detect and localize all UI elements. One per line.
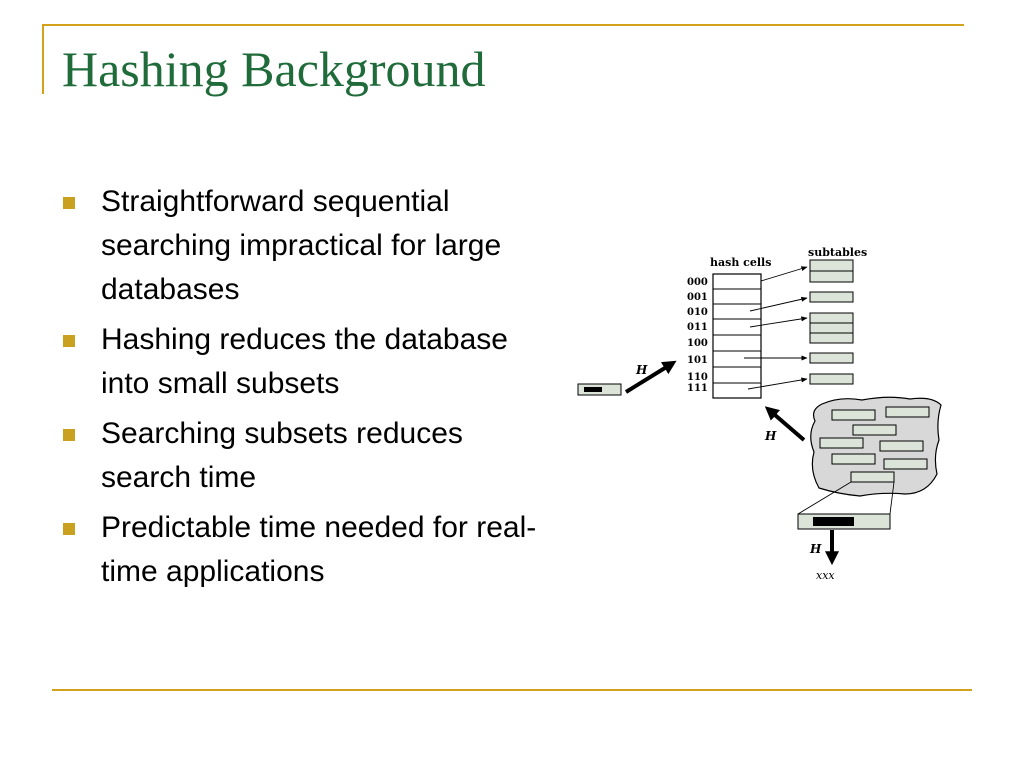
bullet-text: Straightforward sequential searching imp…: [101, 185, 502, 306]
pointer-arrow: [749, 296, 808, 312]
left-rule: [42, 24, 44, 94]
square-bullet-icon: [63, 197, 75, 209]
square-bullet-icon: [63, 523, 75, 535]
hash-arrow: [624, 360, 677, 394]
database-record: [831, 409, 876, 421]
bullet-item: Searching subsets reduces search time: [60, 412, 550, 500]
database-record: [885, 406, 930, 418]
bullet-text: Searching subsets reduces search time: [101, 417, 463, 494]
bullet-item: Hashing reduces the database into small …: [60, 318, 550, 406]
subtable-record: [809, 352, 854, 364]
cell-code: 011: [687, 322, 708, 333]
bullet-item: Straightforward sequential searching imp…: [60, 180, 550, 312]
cell-code: 000: [687, 277, 708, 288]
hash-function-label: H: [809, 542, 822, 556]
cell-pointers: [744, 266, 808, 390]
query-key-record: [577, 383, 622, 396]
database-records: [819, 406, 930, 483]
pointer-arrow: [749, 316, 808, 328]
bullet-text: Predictable time needed for real-time ap…: [101, 511, 537, 588]
hash-function-label: H: [764, 429, 777, 443]
cell-code: 010: [687, 307, 708, 318]
square-bullet-icon: [63, 335, 75, 347]
slide-title: Hashing Background: [62, 41, 486, 97]
cell-code: 001: [687, 292, 708, 303]
subtables: [809, 259, 854, 385]
hash-function-label: H: [635, 363, 648, 377]
hash-arrow: [764, 406, 806, 442]
bullet-text: Hashing reduces the database into small …: [101, 323, 508, 400]
cell-code: 101: [687, 355, 708, 366]
bullet-list: Straightforward sequential searching imp…: [60, 180, 550, 600]
database-cloud: [810, 396, 942, 497]
database-record: [831, 453, 876, 465]
database-record: [879, 440, 924, 452]
bottom-rule: [52, 689, 972, 691]
zoom-line: [797, 481, 852, 515]
zoom-line: [889, 481, 895, 515]
hash-cells-column: [712, 273, 762, 399]
subtables-label: subtables: [808, 246, 867, 259]
subtable-record: [809, 312, 854, 324]
subtable-record: [809, 332, 854, 344]
hashing-diagram: hash cells subtables 000 001 010 011 100…: [577, 246, 942, 582]
subtable-record: [809, 322, 854, 334]
cell-code: 100: [687, 338, 708, 349]
subtable-record: [809, 259, 854, 272]
cell-code: 110: [687, 372, 708, 383]
top-rule: [42, 24, 964, 26]
subtable-record: [809, 291, 854, 303]
database-record: [819, 437, 864, 449]
database-record: [852, 424, 897, 436]
pointer-arrow: [760, 266, 808, 282]
square-bullet-icon: [63, 429, 75, 441]
database-record: [850, 471, 895, 483]
database-record: [883, 458, 928, 470]
enlarged-record: [797, 513, 891, 530]
cell-code: 111: [687, 383, 708, 394]
subtable-record: [809, 373, 854, 385]
subtable-record: [809, 270, 854, 283]
hash-cells-label: hash cells: [710, 256, 771, 269]
output-label: xxx: [816, 569, 835, 582]
pointer-arrow: [747, 377, 808, 390]
bullet-item: Predictable time needed for real-time ap…: [60, 506, 550, 594]
cell-codes: 000 001 010 011 100 101 110 111: [687, 277, 708, 394]
